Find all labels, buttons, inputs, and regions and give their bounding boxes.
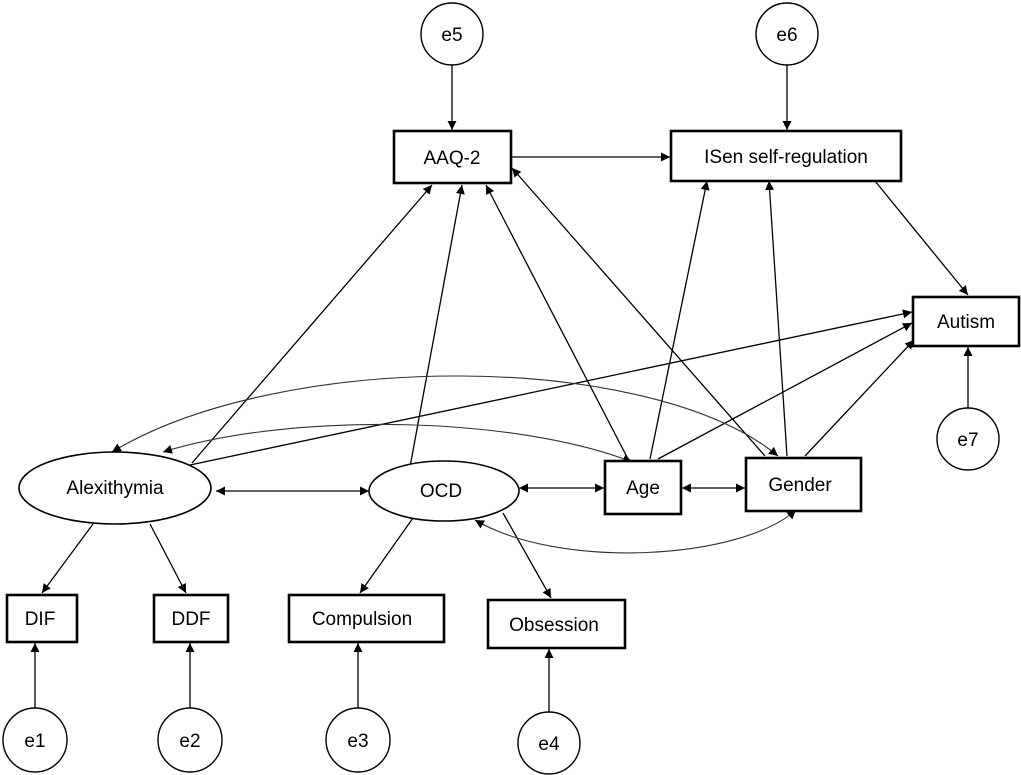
cov-ocd-gender	[474, 509, 797, 554]
node-isen-label: ISen self-regulation	[704, 147, 868, 168]
node-aaq2: AAQ-2	[392, 129, 513, 185]
edge-age-aaq2	[485, 184, 629, 460]
node-e6: e6	[755, 2, 819, 66]
node-ocd-label: OCD	[420, 481, 462, 502]
node-e3-label: e3	[347, 731, 368, 752]
edge-isen-autism	[874, 180, 969, 296]
node-dif-label: DIF	[25, 609, 56, 630]
node-e2-label: e2	[179, 731, 200, 752]
node-ocd: OCD	[368, 460, 520, 522]
node-autism-label: Autism	[937, 312, 995, 333]
edge-ocd-compulsion	[359, 517, 414, 594]
node-e5-label: e5	[441, 25, 462, 46]
node-ddf-label: DDF	[171, 609, 210, 630]
node-obsession-label: Obsession	[509, 615, 599, 636]
node-e1: e1	[2, 707, 68, 773]
node-gender: Gender	[744, 456, 863, 513]
node-compulsion: Compulsion	[287, 593, 446, 644]
node-alexithymia-label: Alexithymia	[66, 478, 164, 499]
cov-alexithymia-gender	[111, 375, 779, 457]
node-age-label: Age	[626, 478, 660, 499]
node-e2: e2	[157, 707, 223, 773]
node-isen-self-regulation: ISen self-regulation	[669, 129, 903, 183]
node-e1-label: e1	[24, 731, 45, 752]
edges	[30, 65, 973, 712]
cov-alexithymia-age	[162, 423, 633, 463]
node-e5: e5	[420, 2, 484, 66]
node-e6-label: e6	[776, 25, 797, 46]
edge-alexithymia-autism	[189, 309, 913, 466]
edge-alexithymia-ddf	[149, 523, 187, 594]
node-e4-label: e4	[538, 734, 560, 755]
edge-age-isen	[649, 180, 710, 460]
node-dif: DIF	[5, 593, 79, 644]
node-age: Age	[603, 459, 683, 516]
edge-ocd-obsession	[502, 512, 552, 599]
node-ddf: DDF	[152, 593, 230, 644]
node-e7-label: e7	[957, 430, 978, 451]
edge-gender-autism	[804, 339, 915, 457]
edge-gender-aaq2	[511, 167, 766, 457]
node-e4: e4	[517, 711, 581, 775]
edge-gender-isen	[765, 180, 788, 457]
node-aaq2-label: AAQ-2	[423, 148, 480, 169]
node-compulsion-label: Compulsion	[312, 609, 412, 630]
node-obsession: Obsession	[486, 598, 627, 650]
node-e7: e7	[936, 407, 1000, 471]
edge-age-autism	[657, 322, 913, 460]
edge-ocd-aaq2	[409, 184, 465, 468]
edge-alexithymia-aaq2	[191, 184, 433, 464]
node-e3: e3	[325, 707, 391, 773]
node-gender-label: Gender	[768, 475, 832, 496]
node-autism: Autism	[911, 295, 1021, 348]
edge-alexithymia-dif	[41, 523, 94, 594]
node-alexithymia: Alexithymia	[18, 451, 212, 525]
